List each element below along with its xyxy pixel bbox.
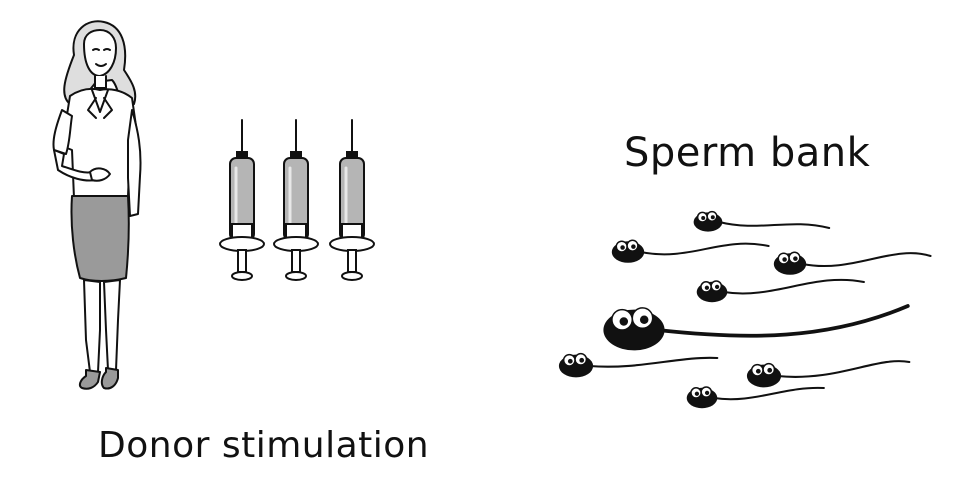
shoe [78,369,101,390]
shoe [100,367,119,390]
face [83,29,117,77]
sperm-cell-icon [603,304,910,351]
sperm-cell-icon [773,251,932,275]
syringe-group [219,119,375,281]
syringe-icon [329,119,375,281]
donor-stimulation-label: Donor stimulation [98,425,430,466]
sperm-cell-icon [693,210,831,232]
sperm-cell-icon [611,239,770,263]
syringe-icon [219,119,265,281]
sperm-cell-icon [686,386,825,409]
sperm-bank-label: Sperm bank [624,130,871,176]
skirt [70,195,130,282]
blouse [61,87,139,199]
sperm-group [558,210,932,409]
sperm-cell-icon [696,278,865,303]
sperm-cell-icon [558,352,719,378]
woman-figure [52,20,142,390]
syringe-icon [273,119,319,281]
sperm-cell-icon [746,360,911,388]
